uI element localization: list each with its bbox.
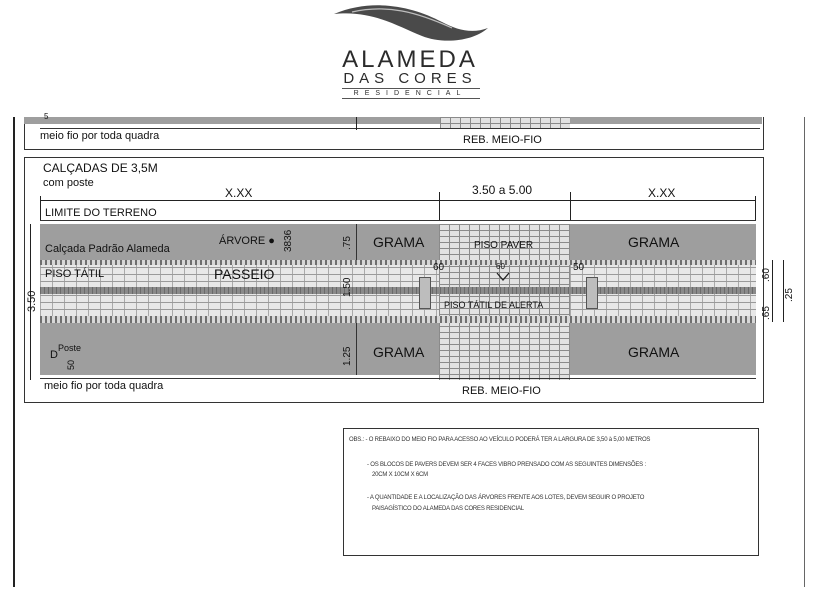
chevron-down-icon <box>496 272 510 281</box>
dim-center-mark: 60 <box>496 262 505 271</box>
frame-right-border <box>804 117 805 587</box>
top-dim-small: 5 <box>44 112 49 121</box>
border-strip-bottom <box>40 316 756 323</box>
dim-r65: .65 <box>761 306 772 320</box>
border-strip-top <box>40 260 756 265</box>
left-dimension-line <box>30 224 31 380</box>
grama-top-left-label: GRAMA <box>373 234 425 250</box>
reb-bottom-label: REB. MEIO-FIO <box>462 385 541 397</box>
dim-125: 1.25 <box>342 346 353 366</box>
frame-left-border <box>13 117 15 587</box>
dim-150: 1.50 <box>342 277 353 297</box>
tactile-alert-block-right <box>586 277 598 309</box>
lawn-divider <box>356 323 357 375</box>
grass-bottom-right-area <box>570 323 756 375</box>
logo-divider <box>342 98 480 99</box>
curb-line <box>40 378 756 379</box>
logo-title: ALAMEDA <box>342 46 478 73</box>
logo-wave-icon <box>334 5 488 41</box>
dimension-tick <box>570 192 571 220</box>
note-pavers-line2: 20CM X 10CM X 6CM <box>372 472 428 478</box>
section-title: CALÇADAS DE 3,5M <box>43 161 158 175</box>
top-drawing-box <box>24 117 764 150</box>
note-trees-line1: - A QUANTIDADE E A LOCALIZAÇÃO DAS ÁRVOR… <box>367 495 645 501</box>
poste-dim: 50 <box>66 359 76 370</box>
note-trees-line2: PAISAGÍSTICO DO ALAMEDA DAS CORES RESIDE… <box>372 506 524 512</box>
limite-label: LIMITE DO TERRENO <box>45 207 157 219</box>
top-meio-fio-label: meio fio por toda quadra <box>40 130 160 142</box>
grama-bottom-left-label: GRAMA <box>373 344 425 360</box>
piso-tatil-alerta-label: PISO TÁTIL DE ALERTA <box>444 300 544 310</box>
section-subtitle: com poste <box>43 177 94 189</box>
right-dimension-line <box>783 260 784 322</box>
piso-tatil-line <box>40 287 756 294</box>
logo-divider <box>342 88 480 89</box>
poste-prefix: D <box>50 349 58 361</box>
paver-driveway <box>439 224 570 380</box>
top-dimension-line <box>40 200 756 201</box>
grass-top-left-area <box>40 224 439 260</box>
tactile-alert-block-left <box>419 277 431 309</box>
main-drawing-box <box>24 157 764 403</box>
dim-left-label: X.XX <box>225 186 253 200</box>
dimension-tick <box>755 196 756 220</box>
dim-60-left: 60 <box>433 262 445 273</box>
poste-label: Poste <box>58 343 82 353</box>
dimension-tick <box>40 196 41 220</box>
grass-bottom-left-area <box>40 323 439 375</box>
top-curb-line <box>40 128 760 129</box>
top-divider <box>356 117 357 130</box>
top-reb-label: REB. MEIO-FIO <box>463 134 542 146</box>
dim-center-label: 3.50 a 5.00 <box>472 183 533 197</box>
logo-tagline: RESIDENCIAL <box>353 90 467 97</box>
notes-box <box>343 428 759 556</box>
grama-top-right-label: GRAMA <box>628 234 680 250</box>
grass-top-right-area <box>570 224 756 260</box>
dim-right-label: X.XX <box>648 186 676 200</box>
limite-line <box>40 220 756 221</box>
top-grey-band <box>24 117 762 124</box>
dim-r60: .60 <box>761 268 772 282</box>
piso-paver-label: PISO PAVER <box>474 240 534 251</box>
dim-50-right: 50 <box>573 262 585 273</box>
lawn-divider <box>356 224 357 260</box>
note-obs: OBS.: - O REBAIXO DO MEIO FIO PARA ACESS… <box>349 437 651 443</box>
note-pavers-line1: - OS BLOCOS DE PAVERS DEVEM SER 4 FACES … <box>367 462 646 468</box>
piso-tatil-label: PISO TÁTIL <box>45 268 105 280</box>
dimension-tick <box>439 192 440 220</box>
arvore-label: ÁRVORE ● <box>219 235 275 247</box>
grama-bottom-right-label: GRAMA <box>628 344 680 360</box>
dim-75: .75 <box>342 236 353 250</box>
top-paver-patch <box>440 117 570 128</box>
logo-subtitle: DAS CORES <box>343 70 477 87</box>
dim-r25: .25 <box>784 288 795 302</box>
calcada-padrao-label: Calçada Padrão Alameda <box>45 243 170 255</box>
dim-350: 3.50 <box>26 290 38 312</box>
meio-fio-bottom-label: meio fio por toda quadra <box>44 380 164 392</box>
right-dimension-line <box>772 260 773 322</box>
passeio-label: PASSEIO <box>214 266 275 282</box>
arvore-dim: 3836 <box>283 229 294 252</box>
